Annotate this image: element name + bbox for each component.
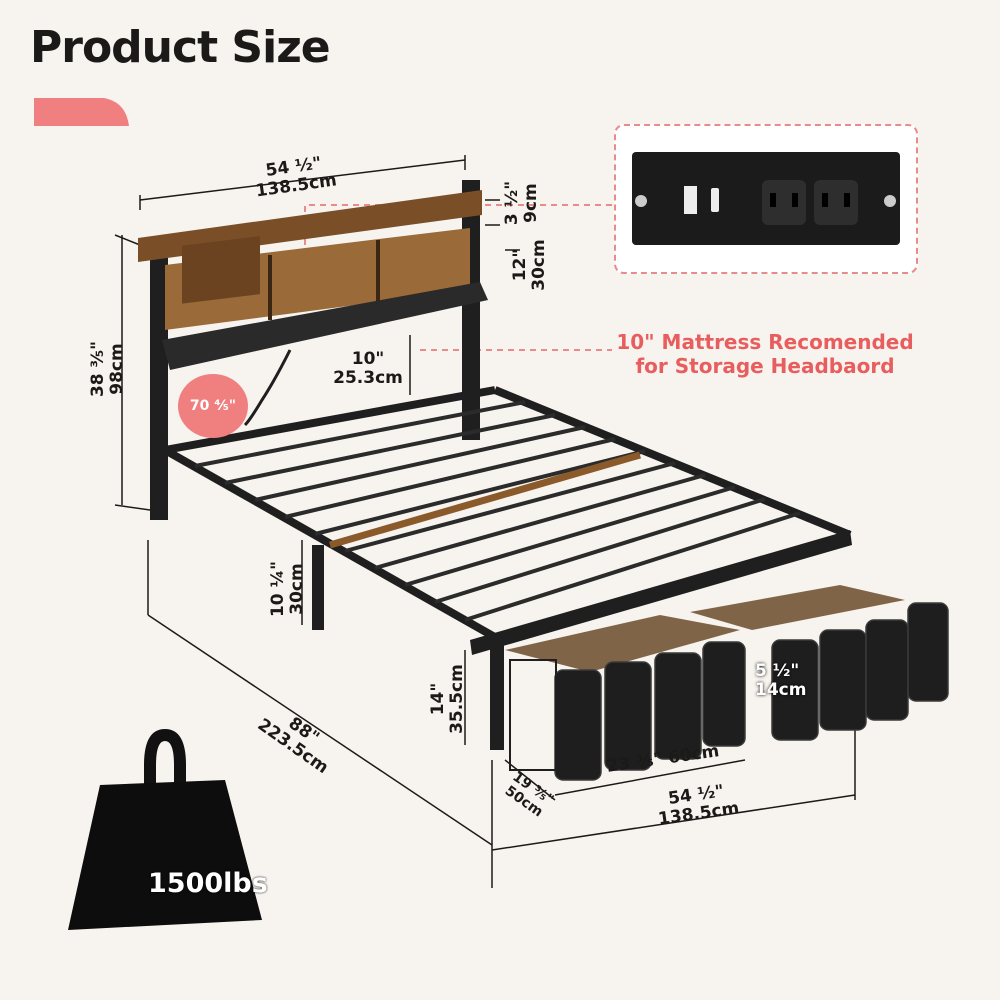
drawer-height-label: 14"35.5cm xyxy=(427,664,467,734)
accent-swoosh xyxy=(34,98,129,126)
shelf-depth-label: 12"30cm xyxy=(509,239,549,291)
storage-drawers xyxy=(505,585,949,781)
charging-cable xyxy=(243,349,292,427)
bed-frame xyxy=(138,180,852,750)
kettlebell-icon xyxy=(68,728,262,930)
dimension-lines xyxy=(114,155,856,888)
shelf-height-label: 3 ½"9cm xyxy=(501,180,541,226)
incline-badge: 70 ⅘" xyxy=(178,374,248,438)
total-height-label: 38 ⅗"98cm xyxy=(87,341,127,398)
clearance-label: 10 ¼"30cm xyxy=(267,561,307,618)
outlet-inset-frame xyxy=(614,124,918,274)
headboard-gap-label: 10"25.3cm xyxy=(333,349,403,389)
weight-capacity-label: 1500lbs xyxy=(148,868,268,899)
drawer-inner-label: 5 ½"14cm xyxy=(755,661,807,701)
page-title: Product Size xyxy=(30,22,331,73)
